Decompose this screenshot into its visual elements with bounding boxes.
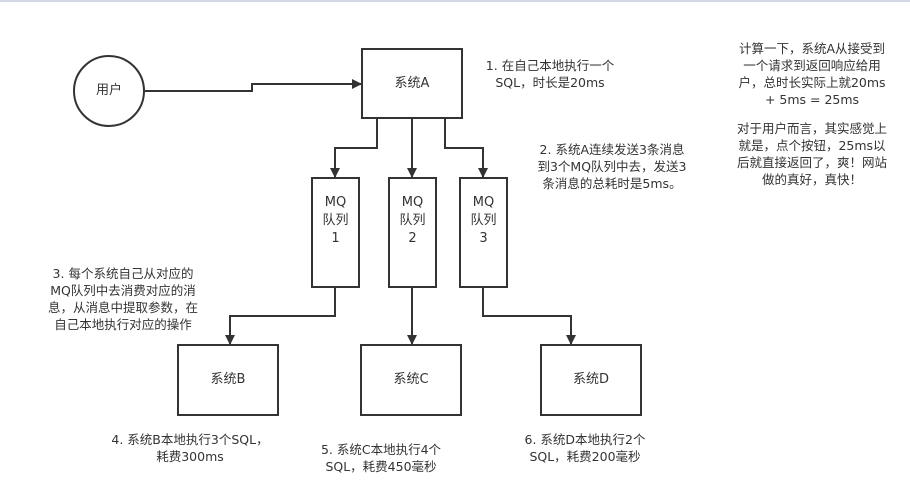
- system-c-label: 系统C: [393, 372, 429, 387]
- system-b-node[interactable]: [177, 344, 279, 416]
- note-step3: 3. 每个系统自己从对应的 MQ队列中去消费对应的消 息，从消息中提取参数，在 …: [47, 266, 198, 332]
- note-summary-feel: 对于用户而言，其实感觉上 就是，点个按钮，25ms以 后就直接返回了，爽！网站 …: [736, 121, 887, 187]
- note-step1: 1. 在自己本地执行一个 SQL，时长是20ms: [485, 58, 615, 90]
- top-border: [0, 0, 910, 2]
- system-a-node[interactable]: [361, 48, 463, 119]
- mq3-label: MQ 队列 3: [470, 194, 497, 246]
- user-node[interactable]: [73, 55, 145, 127]
- note-step5: 5. 系统C本地执行4个 SQL，耗费450毫秒: [320, 442, 442, 474]
- edge-system-a-to-mq1[interactable]: [330, 119, 378, 178]
- edge-system-a-to-mq3[interactable]: [444, 119, 488, 178]
- system-d-node[interactable]: [540, 344, 642, 416]
- note-step2: 2. 系统A连续发送3条消息 到3个MQ队列中去，发送3 条消息的总耗时是5ms…: [537, 142, 687, 191]
- edge-mq1-to-system-b[interactable]: [225, 288, 336, 345]
- mq1-label: MQ 队列 1: [322, 194, 349, 246]
- note-summary-calc: 计算一下，系统A从接受到 一个请求到返回响应给用 户，总时长实际上就20ms +…: [738, 41, 886, 107]
- mq2-node[interactable]: [388, 177, 437, 288]
- system-d-label: 系统D: [572, 372, 609, 387]
- edge-mq3-to-system-d[interactable]: [482, 288, 576, 345]
- mq1-node[interactable]: [311, 177, 360, 288]
- edge-user-to-system-a[interactable]: [145, 79, 362, 92]
- note-step4: 4. 系统B本地执行3个SQL， 耗费300ms: [111, 432, 269, 464]
- user-label: 用户: [95, 83, 122, 98]
- system-b-label: 系统B: [210, 372, 246, 387]
- mq3-node[interactable]: [459, 177, 508, 288]
- system-c-node[interactable]: [360, 344, 462, 416]
- mq2-label: MQ 队列 2: [399, 194, 426, 246]
- note-step6: 6. 系统D本地执行2个 SQL，耗费200毫秒: [524, 432, 646, 464]
- system-a-label: 系统A: [394, 75, 430, 91]
